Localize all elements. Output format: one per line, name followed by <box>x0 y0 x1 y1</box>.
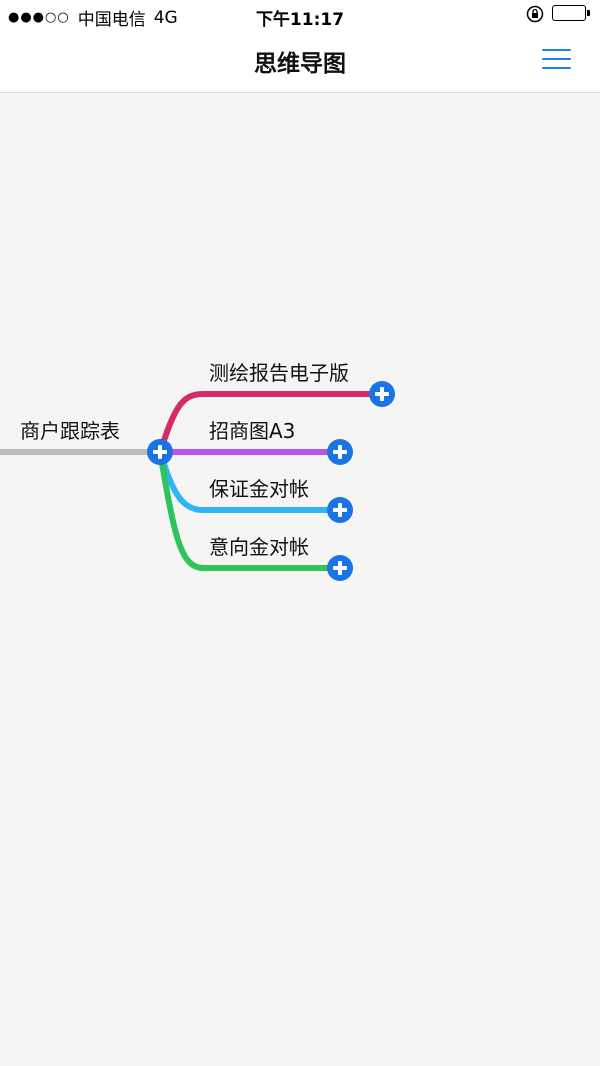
menu-button[interactable] <box>538 46 574 74</box>
plus-circle-icon[interactable] <box>327 497 353 523</box>
status-left: ●●●○○ 中国电信 4G <box>8 5 178 31</box>
child-node-1-label[interactable]: 测绘报告电子版 <box>209 361 349 385</box>
signal-strength: ●●●○○ <box>8 10 70 25</box>
branch-line-4 <box>157 449 343 571</box>
plus-circle-icon[interactable] <box>147 439 173 465</box>
carrier-name: 中国电信 <box>77 10 146 30</box>
mindmap-connectors <box>0 391 385 571</box>
child-node-2-label[interactable]: 招商图A3 <box>209 419 296 443</box>
rotation-lock-icon <box>526 5 544 23</box>
network-type: 4G <box>153 7 178 28</box>
plus-circle-icon[interactable] <box>327 555 353 581</box>
status-bar: ●●●○○ 中国电信 4G 下午11:17 <box>0 0 600 32</box>
child-node-3-label[interactable]: 保证金对帐 <box>209 477 309 501</box>
plus-circle-icon[interactable] <box>369 381 395 407</box>
status-right <box>526 5 592 23</box>
page-title: 思维导图 <box>254 51 346 77</box>
plus-circle-icon[interactable] <box>327 439 353 465</box>
root-node-label[interactable]: 商户跟踪表 <box>20 419 120 443</box>
mindmap-canvas[interactable]: 商户跟踪表 测绘报告电子版 招商图A3 保证金对帐 意向金对帐 <box>0 93 600 1066</box>
top-bar: ●●●○○ 中国电信 4G 下午11:17 思维导图 <box>0 0 600 93</box>
branch-line-1 <box>157 391 385 455</box>
status-time: 下午11:17 <box>255 10 345 30</box>
battery-icon <box>552 5 592 23</box>
child-node-4-label[interactable]: 意向金对帐 <box>209 535 309 559</box>
